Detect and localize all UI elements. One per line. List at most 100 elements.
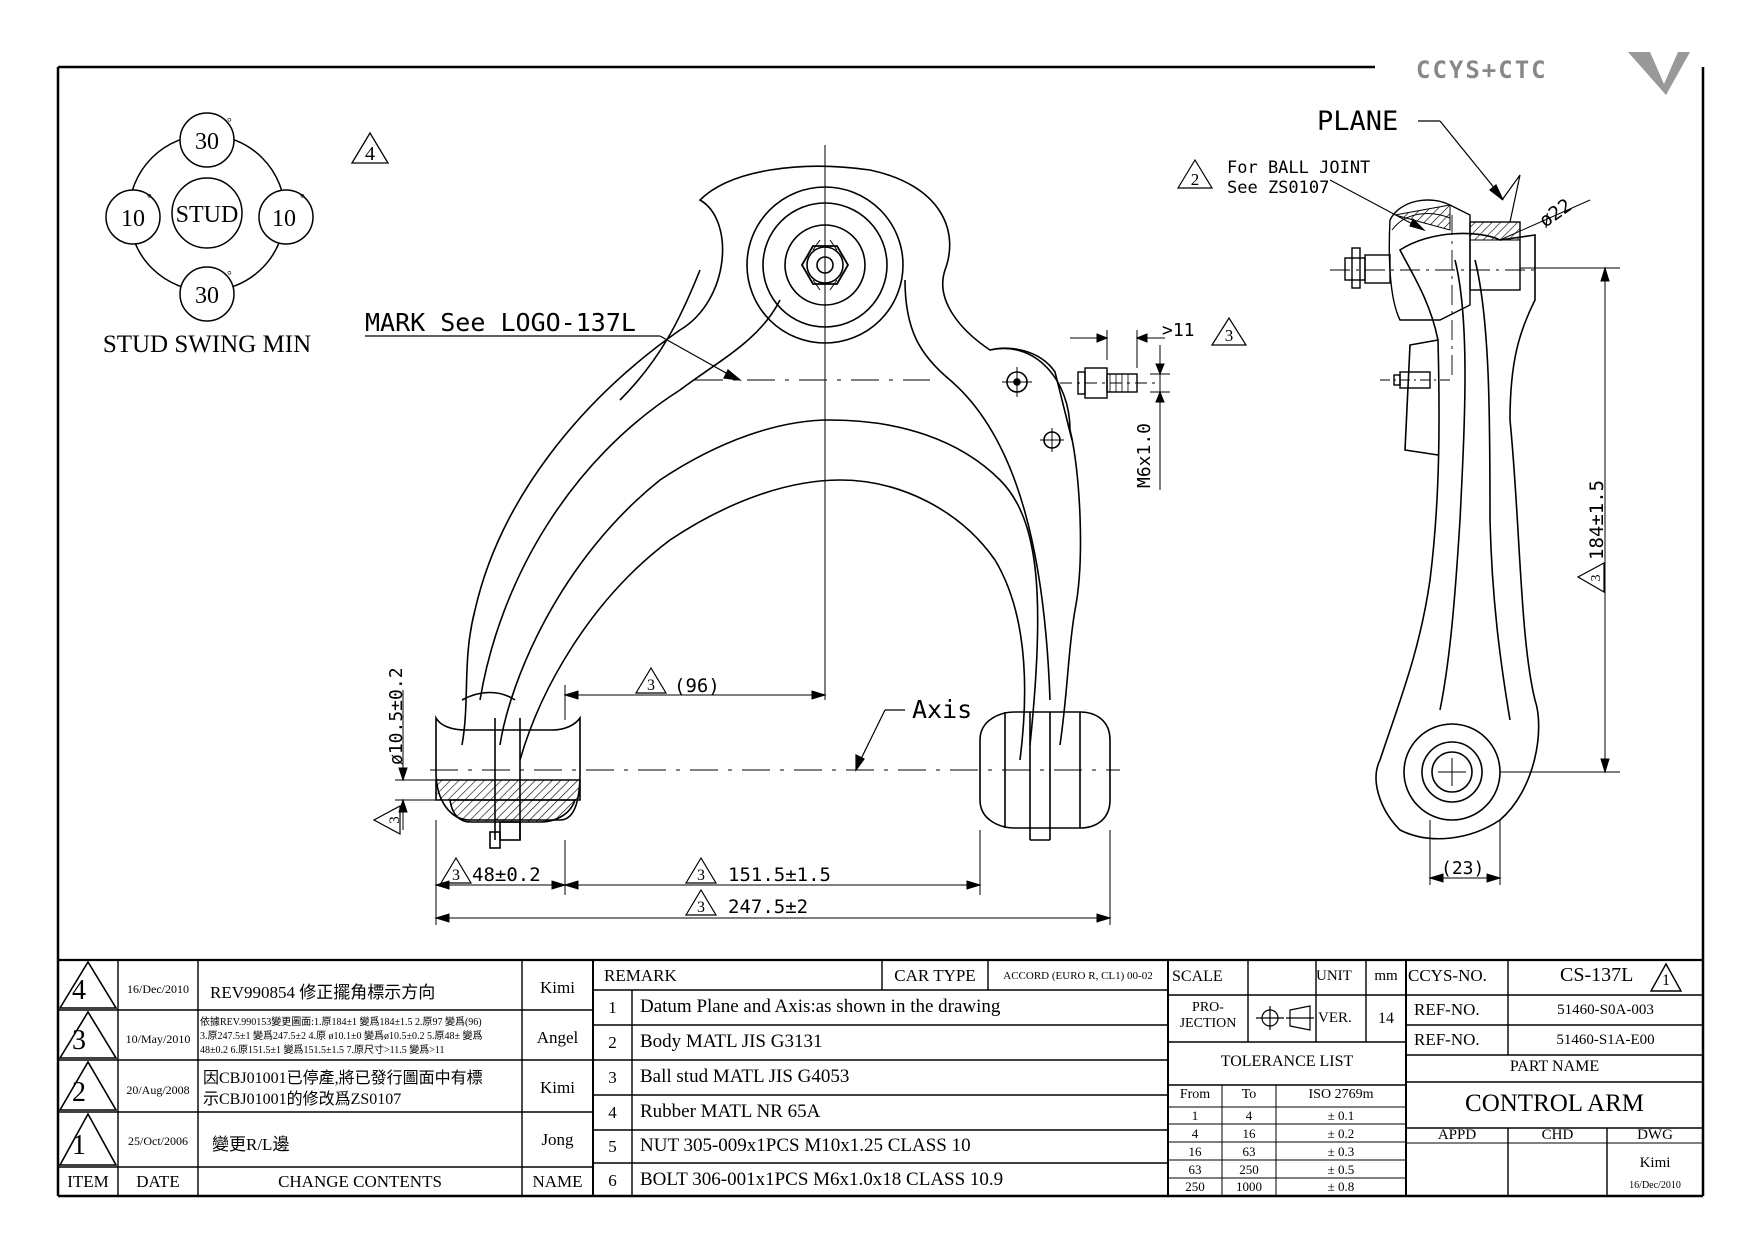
rev-date-4: 16/Dec/2010 — [127, 982, 189, 996]
remark-text-2: Body MATL JIS G3131 — [640, 1031, 823, 1052]
rev-name-2: Kimi — [540, 1078, 575, 1097]
bolt-detail — [1060, 367, 1160, 399]
tol-row-2-to: 16 — [1242, 1126, 1256, 1141]
ref-number-1: 51460-S0A-003 — [1557, 1002, 1654, 1018]
drawn-date: 16/Dec/2010 — [1629, 1180, 1681, 1191]
rev-contents-2-line2: 示CBJ01001的修改爲ZS0107 — [203, 1091, 402, 1108]
dim-23-lines — [1428, 820, 1502, 885]
part-name-label: PART NAME — [1509, 1058, 1600, 1075]
car-type-label: CAR TYPE — [894, 966, 976, 985]
tol-row-4-val: ± 0.5 — [1327, 1162, 1355, 1177]
swing-right-value: 10 — [272, 206, 296, 232]
chd-label: CHD — [1541, 1127, 1574, 1143]
left-bushing — [435, 714, 581, 849]
swing-top-value: 30 — [195, 129, 219, 155]
tol-row-5-from: 250 — [1185, 1179, 1205, 1194]
remark-no-6: 6 — [608, 1171, 617, 1190]
ccys-rev-marker — [1649, 962, 1683, 992]
tol-head-from: From — [1179, 1087, 1211, 1102]
tol-head-to: To — [1241, 1087, 1257, 1102]
dim-23-label: (23) — [1441, 858, 1484, 879]
ref-number-2: 51460-S1A-E00 — [1556, 1032, 1655, 1048]
tol-row-1-to: 4 — [1245, 1108, 1253, 1123]
remark-text-4: Rubber MATL NR 65A — [640, 1101, 821, 1122]
bolt-thread-label: M6x1.0 — [1134, 423, 1155, 488]
tol-row-1-val: ± 0.1 — [1327, 1108, 1355, 1123]
dim-bushing-lines — [395, 690, 436, 830]
ccys-label: CCYS-NO. — [1408, 966, 1487, 985]
mark-leader — [365, 335, 742, 381]
rev-date-2: 20/Aug/2008 — [126, 1083, 190, 1097]
scale-label: SCALE — [1172, 968, 1223, 985]
dim-184-rev-marker: 3 — [1576, 561, 1605, 594]
title-block-grid — [58, 958, 1703, 1196]
tolerance-title: TOLERANCE LIST — [1220, 1053, 1354, 1070]
unit-value: mm — [1374, 968, 1398, 984]
svg-text:3: 3 — [647, 677, 655, 694]
tol-row-5-to: 1000 — [1236, 1179, 1262, 1194]
ver-value: 14 — [1378, 1010, 1394, 1027]
stud-swing-diagram — [105, 112, 314, 322]
car-type-value: ACCORD (EURO R, CL1) 00-02 — [1003, 970, 1153, 982]
rev-name-1: Jong — [541, 1130, 574, 1149]
dim-151-label: 151.5±1.5 — [728, 864, 831, 886]
appd-label: APPD — [1437, 1127, 1477, 1143]
sheet-border — [56, 65, 1705, 1198]
rev-name-4: Kimi — [540, 978, 575, 997]
tol-head-iso: ISO 2769m — [1308, 1087, 1374, 1102]
tol-row-3-val: ± 0.3 — [1327, 1144, 1355, 1159]
remark-text-5: NUT 305-009x1PCS M10x1.25 CLASS 10 — [640, 1135, 971, 1156]
remark-no-3: 3 — [608, 1068, 617, 1087]
mark-note: MARK See LOGO-137L — [365, 308, 636, 337]
right-bushing — [979, 711, 1111, 841]
swing-center-label: STUD — [176, 202, 239, 228]
side-bolt — [1380, 371, 1450, 389]
svg-text:3: 3 — [452, 867, 460, 884]
tol-row-3-to: 63 — [1242, 1144, 1256, 1159]
plane-leader — [1418, 120, 1504, 201]
phi22-leader — [1499, 199, 1591, 241]
tol-row-2-from: 4 — [1191, 1126, 1199, 1141]
svg-text:3: 3 — [697, 867, 705, 884]
revision-triangles — [58, 960, 118, 1166]
drawn-by: Kimi — [1639, 1155, 1671, 1171]
dim-96-label: (96) — [674, 675, 720, 697]
remark-label: REMARK — [604, 966, 677, 985]
rev-date-3: 10/May/2010 — [125, 1032, 191, 1046]
plane-label: PLANE — [1317, 106, 1398, 137]
remark-no-5: 5 — [608, 1137, 617, 1156]
tol-row-4-from: 63 — [1188, 1162, 1202, 1177]
unit-label: UNIT — [1316, 968, 1352, 984]
bolt-length-label: >11 — [1162, 320, 1195, 341]
rev-contents-3-line1: 依據REV.990153變更圖面:1.原184±1 變爲184±1.5 2.原9… — [200, 1017, 482, 1028]
remark-text-3: Ball stud MATL JIS G4053 — [640, 1066, 850, 1087]
projection-label-2: JECTION — [1179, 1016, 1237, 1031]
tol-row-5-val: ± 0.8 — [1327, 1179, 1355, 1194]
remark-no-2: 2 — [608, 1033, 617, 1052]
axis-leader — [855, 709, 905, 772]
rev-item-4: 4 — [72, 975, 86, 1006]
swing-left-value: 10 — [121, 206, 145, 232]
tol-row-1-from: 1 — [1191, 1108, 1199, 1123]
dim-151-rev-marker: 3 — [684, 856, 718, 884]
tol-row-2-val: ± 0.2 — [1327, 1126, 1355, 1141]
rev-contents-3-line2: 3.原247.5±1 變爲247.5±2 4.原 ø10.1±0 變爲ø10.5… — [200, 1031, 483, 1042]
bolt-dimension-lines — [1070, 330, 1170, 490]
projection-symbol-icon — [1256, 1005, 1314, 1031]
part-name: CONTROL ARM — [1465, 1090, 1644, 1117]
rev-date-1: 25/Oct/2006 — [128, 1134, 188, 1148]
bolt-rev-marker: 3 — [1210, 316, 1248, 346]
centerlines-front — [430, 145, 1120, 771]
bushing-rev-marker: 3 — [372, 804, 403, 836]
dim-96-lines — [563, 685, 827, 720]
control-arm-front-view — [461, 165, 1082, 761]
rev-contents-2-line1: 因CBJ01001已停產,將已發行圖面中有標 — [203, 1070, 483, 1087]
rev-header-date: DATE — [136, 1172, 180, 1191]
ccys-number: CS-137L — [1560, 964, 1634, 986]
ball-joint-note-1: For BALL JOINT — [1227, 158, 1370, 178]
ref-label-2: REF-NO. — [1414, 1030, 1480, 1049]
brand-name: CCYS+CTC — [1416, 56, 1548, 84]
axis-label: Axis — [912, 695, 972, 724]
brand-emblem-icon — [1628, 52, 1690, 95]
